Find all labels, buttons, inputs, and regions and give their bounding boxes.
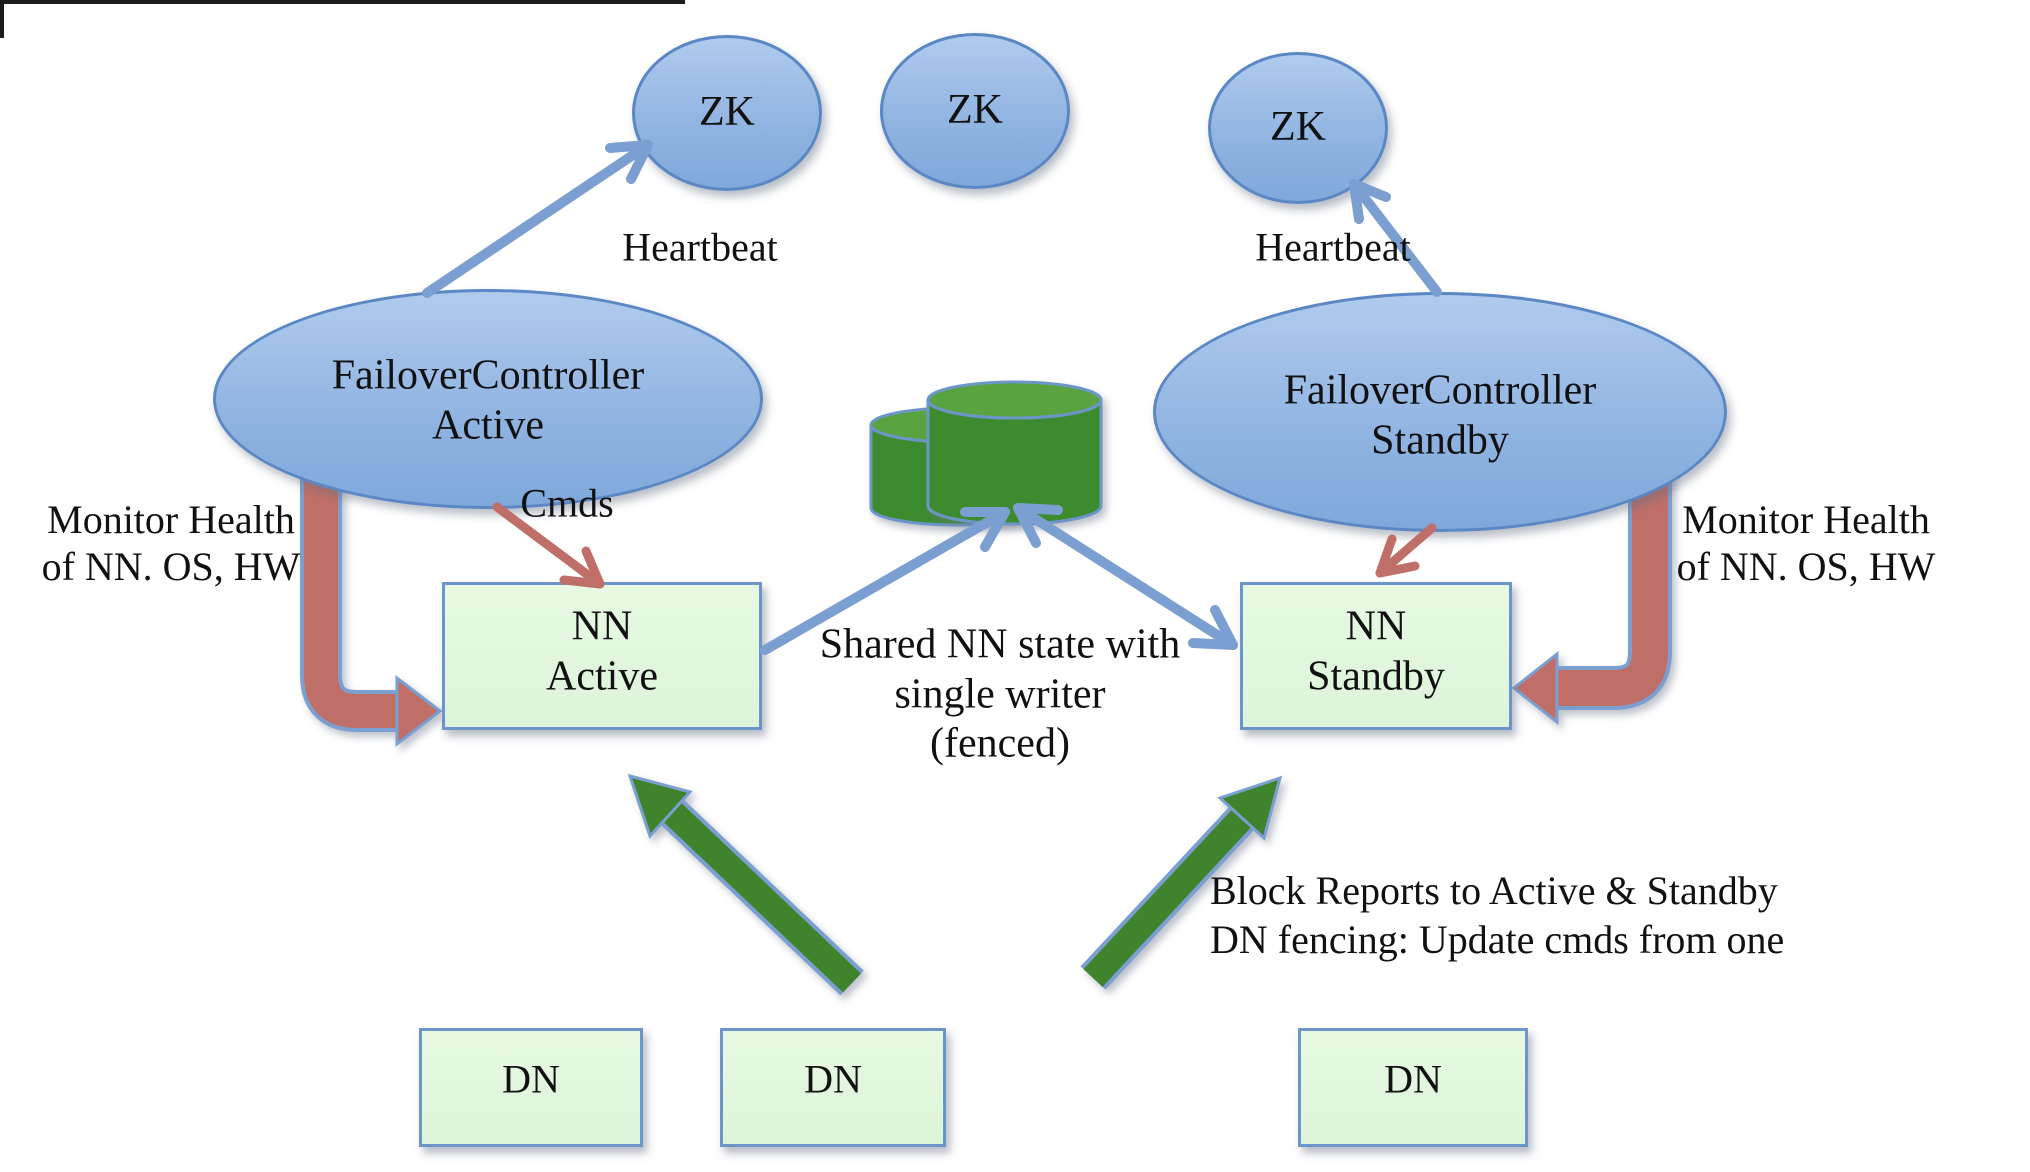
monitor-health-arrow-right [1511, 435, 1672, 726]
heartbeat-label-right: Heartbeat [1255, 224, 1411, 270]
shared-state-label: Shared NN state with single writer (fenc… [819, 621, 1181, 767]
zk-label-2: ZK [947, 87, 1003, 134]
block-report-arrow-right [1080, 775, 1283, 990]
cmds-arrow-right [1375, 523, 1437, 578]
block-report-arrow-left [627, 773, 864, 996]
heartbeat-arrow-left [422, 140, 653, 298]
zk-node-2 [880, 33, 1070, 189]
monitor-health-label-right: Monitor Health of NN. OS, HW [1676, 496, 1936, 589]
shared-storage-cylinder-front [926, 380, 1103, 526]
monitor-health-label-left: Monitor Health of NN. OS, HW [41, 496, 301, 589]
heartbeat-label-left: Heartbeat [622, 224, 778, 270]
zk-node-1 [632, 35, 822, 191]
failover-controller-active-label: FailoverController Active [331, 352, 645, 448]
cmds-arrow-left [492, 502, 605, 589]
dn-box-1 [419, 1028, 643, 1147]
cmds-label: Cmds [520, 480, 614, 526]
dn-box-3 [1298, 1028, 1528, 1147]
block-reports-label: Block Reports to Active & Standby DN fen… [1210, 867, 1785, 962]
dn-label-3: DN [1384, 1056, 1442, 1102]
nn-active-box [442, 582, 762, 730]
zk-label-1: ZK [699, 89, 755, 136]
zk-node-3 [1208, 52, 1388, 204]
top-edge-line [0, 0, 685, 4]
dn-label-2: DN [804, 1056, 862, 1102]
dn-box-2 [720, 1028, 946, 1147]
failover-controller-standby-ellipse [1153, 292, 1727, 532]
shared-state-arrow-from-active [760, 507, 1010, 655]
failover-controller-standby-label: FailoverController Standby [1283, 367, 1597, 463]
failover-controller-active-ellipse [213, 289, 763, 509]
shared-state-arrow-to-standby [1013, 503, 1238, 650]
nn-standby-box [1240, 582, 1512, 730]
nn-standby-label: NN Standby [1307, 603, 1445, 699]
monitor-health-arrow-left [300, 435, 443, 748]
heartbeat-arrow-right [1349, 179, 1442, 297]
zk-label-3: ZK [1270, 104, 1326, 151]
nn-active-label: NN Active [546, 603, 658, 699]
left-edge-line [0, 0, 4, 38]
dn-label-1: DN [502, 1056, 560, 1102]
